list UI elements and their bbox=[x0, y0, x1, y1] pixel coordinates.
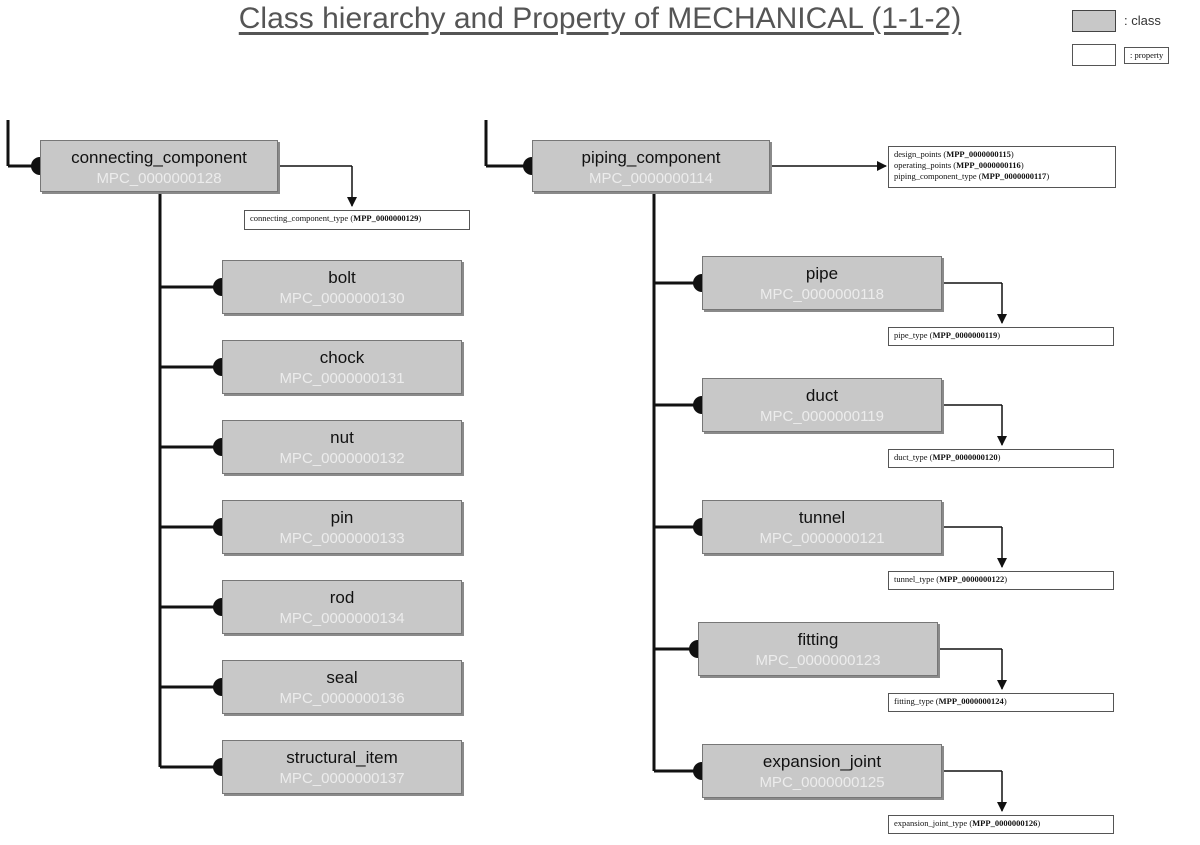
class-name: pin bbox=[330, 508, 354, 527]
class-name: chock bbox=[319, 348, 365, 367]
property-id: MPP_0000000122 bbox=[939, 574, 1005, 584]
class-id: MPC_0000000136 bbox=[279, 690, 405, 707]
class-name: pipe bbox=[805, 264, 839, 283]
property-line: expansion_joint_type (MPP_0000000126) bbox=[894, 818, 1041, 828]
class-id: MPC_0000000134 bbox=[279, 610, 405, 627]
class-id: MPC_0000000121 bbox=[759, 530, 885, 547]
class-name: seal bbox=[326, 668, 358, 687]
legend-property-label: : property bbox=[1124, 47, 1170, 64]
legend-class-swatch bbox=[1072, 10, 1116, 32]
class-name: duct bbox=[805, 386, 839, 405]
property-line: duct_type (MPP_0000000120) bbox=[894, 452, 1001, 462]
property-name: piping_component_type bbox=[894, 171, 977, 181]
class-id: MPC_0000000132 bbox=[279, 450, 405, 467]
class-id: MPC_0000000123 bbox=[755, 652, 881, 669]
property-id: MPP_0000000119 bbox=[932, 330, 998, 340]
property-box-connecting-component: connecting_component_type (MPP_000000012… bbox=[244, 210, 470, 230]
property-id: MPP_0000000115 bbox=[946, 149, 1011, 159]
class-id: MPC_0000000119 bbox=[760, 408, 884, 425]
property-name: operating_points bbox=[894, 160, 952, 170]
property-line: piping_component_type (MPP_0000000117) bbox=[894, 171, 1050, 181]
legend-property-swatch bbox=[1072, 44, 1116, 66]
property-name: fitting_type bbox=[894, 696, 934, 706]
class-name: expansion_joint bbox=[762, 752, 882, 771]
class-name: structural_item bbox=[286, 748, 398, 767]
legend-class-label: : class bbox=[1124, 13, 1161, 28]
class-id: MPC_0000000118 bbox=[760, 286, 884, 303]
class-id: MPC_0000000128 bbox=[96, 170, 222, 187]
property-id: MPP_0000000124 bbox=[938, 696, 1004, 706]
property-id: MPP_0000000117 bbox=[981, 171, 1047, 181]
class-id: MPC_0000000125 bbox=[759, 774, 885, 791]
property-name: pipe_type bbox=[894, 330, 928, 340]
property-box-pipe: pipe_type (MPP_0000000119) bbox=[888, 327, 1114, 346]
property-box-duct: duct_type (MPP_0000000120) bbox=[888, 449, 1114, 468]
property-box-tunnel: tunnel_type (MPP_0000000122) bbox=[888, 571, 1114, 590]
page-title: Class hierarchy and Property of MECHANIC… bbox=[238, 2, 962, 35]
property-line: operating_points (MPP_0000000116) bbox=[894, 160, 1024, 170]
property-name: connecting_component_type bbox=[250, 213, 349, 223]
property-name: expansion_joint_type bbox=[894, 818, 968, 828]
property-line: fitting_type (MPP_0000000124) bbox=[894, 696, 1007, 706]
class-name: nut bbox=[330, 428, 354, 447]
class-name: rod bbox=[329, 588, 355, 607]
class-id: MPC_0000000133 bbox=[279, 530, 405, 547]
class-name: piping_component bbox=[581, 148, 721, 167]
property-box-piping-component: design_points (MPP_0000000115)operating_… bbox=[888, 146, 1116, 188]
property-name: tunnel_type bbox=[894, 574, 935, 584]
property-id: MPP_0000000120 bbox=[932, 452, 998, 462]
property-box-fitting: fitting_type (MPP_0000000124) bbox=[888, 693, 1114, 712]
class-id: MPC_0000000131 bbox=[279, 370, 405, 387]
class-name: bolt bbox=[328, 268, 356, 287]
property-name: duct_type bbox=[894, 452, 928, 462]
class-name: tunnel bbox=[798, 508, 846, 527]
property-line: tunnel_type (MPP_0000000122) bbox=[894, 574, 1008, 584]
class-id: MPC_0000000137 bbox=[279, 770, 405, 787]
property-line: design_points (MPP_0000000115) bbox=[894, 149, 1014, 159]
class-id: MPC_0000000114 bbox=[589, 170, 713, 187]
property-id: MPP_0000000129 bbox=[353, 213, 419, 223]
class-name: connecting_component bbox=[71, 148, 247, 167]
property-box-expansion-joint: expansion_joint_type (MPP_0000000126) bbox=[888, 815, 1114, 834]
class-name: fitting bbox=[797, 630, 839, 649]
property-id: MPP_0000000126 bbox=[972, 818, 1038, 828]
property-line: pipe_type (MPP_0000000119) bbox=[894, 330, 1001, 340]
property-id: MPP_0000000116 bbox=[956, 160, 1021, 170]
property-name: design_points bbox=[894, 149, 942, 159]
property-line: connecting_component_type (MPP_000000012… bbox=[250, 213, 422, 223]
class-id: MPC_0000000130 bbox=[279, 290, 405, 307]
